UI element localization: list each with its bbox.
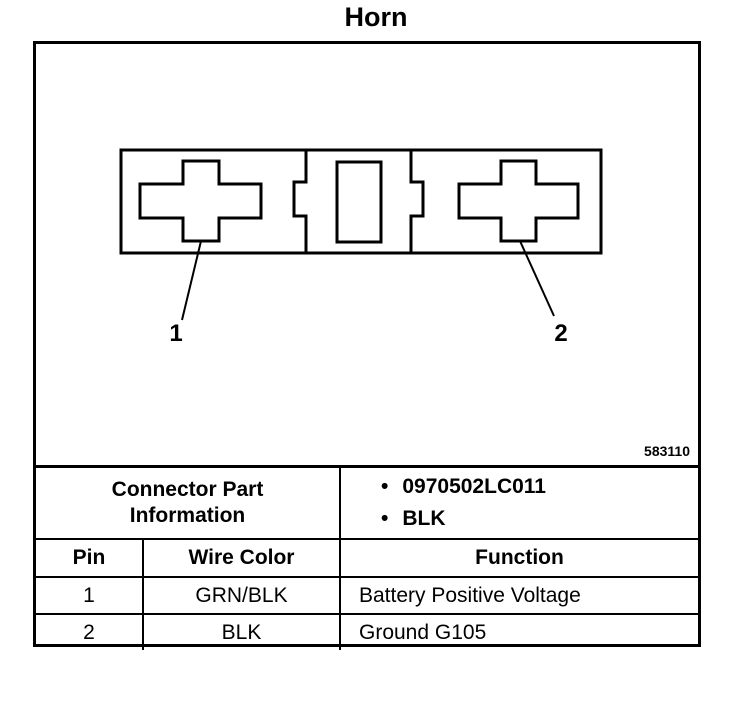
leader-line-1 [181,240,202,321]
header-pin: Pin [36,538,144,578]
cell-pin: 2 [36,613,144,650]
connector-table: Connector Part Information 0970502LC011 … [36,465,698,650]
connector-info-label: Connector Part Information [36,465,341,540]
divider-left [292,150,308,253]
connector-drawing: 1 2 [119,148,603,347]
header-function: Function [339,538,698,578]
terminal-cavity-2 [457,159,580,243]
divider-right [409,150,425,253]
cell-function: Ground G105 [339,613,698,650]
connector-diagram: 1 2 583110 [36,44,698,465]
part-number: 0970502LC011 [381,471,698,503]
header-wire-color: Wire Color [142,538,341,578]
connector-info-row: Connector Part Information 0970502LC011 … [36,465,698,540]
connector-info-values: 0970502LC011 BLK [339,465,698,540]
table-row: 2 BLK Ground G105 [36,613,698,650]
table-row: 1 GRN/BLK Battery Positive Voltage [36,576,698,615]
cell-wire-color: GRN/BLK [142,576,341,615]
figure-id: 583110 [644,443,690,459]
page-title: Horn [344,2,408,32]
table-header-row: Pin Wire Color Function [36,538,698,578]
connector-frame: 1 2 583110 Connector Part Information 09… [33,41,701,650]
pin-label-2: 2 [554,320,567,347]
cell-function: Battery Positive Voltage [339,576,698,615]
connector-color: BLK [381,503,698,535]
center-key-slot [335,160,383,244]
leader-line-2 [519,240,555,317]
connector-body [119,148,603,255]
pin-label-1: 1 [169,320,182,347]
terminal-cavity-1 [138,159,263,243]
cell-wire-color: BLK [142,613,341,650]
cell-pin: 1 [36,576,144,615]
